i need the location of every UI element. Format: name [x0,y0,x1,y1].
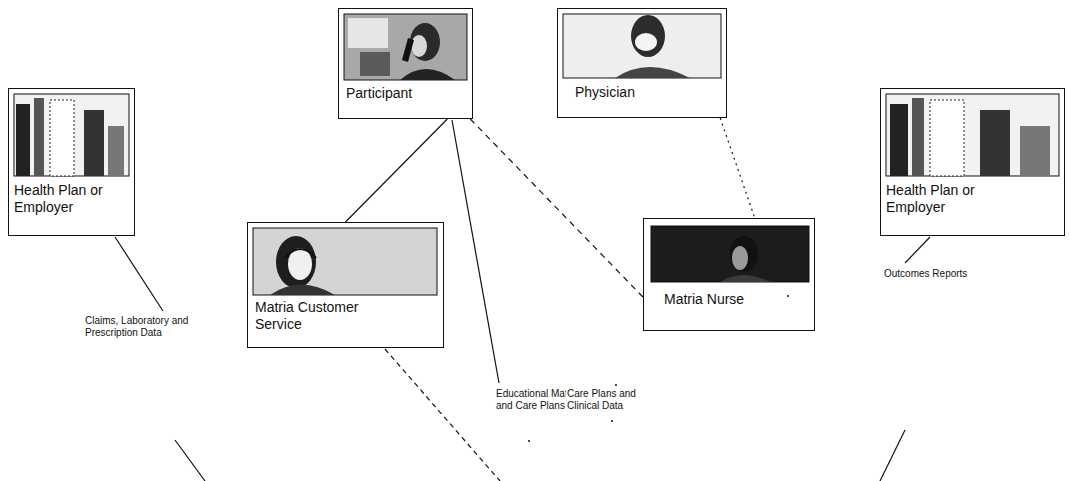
box-caption: Participant [346,85,466,102]
leader-line [385,349,500,481]
building [980,110,1010,176]
photo-frame [253,228,437,295]
photo-frame [14,94,129,176]
building [84,110,104,176]
building [912,98,924,176]
flow-label: Claims, Laboratory and Prescription Data [84,315,190,339]
hair [276,236,316,288]
leader-line [905,237,930,263]
participant-photo [344,14,467,80]
shoulders [400,69,455,80]
flow-label: Outcomes Reports [883,268,985,280]
box-caption: Physician [575,84,715,101]
stray-dots [528,295,789,442]
photo-frame [886,94,1059,176]
shoulders [615,67,690,78]
shoulders [720,275,770,282]
dot [528,440,530,442]
physician-photo [563,14,721,78]
photo-frame [563,14,721,78]
building [108,126,124,176]
dot [611,420,613,422]
head-silhouette [631,15,665,57]
photo-frame [651,226,809,282]
box-caption: Health Plan or Employer [886,182,976,216]
flow-connector [470,119,643,297]
leader-line [880,430,905,481]
building-photo [886,94,1059,176]
building [50,100,74,176]
photo-box: Health Plan or Employer [880,88,1065,236]
building [34,98,44,176]
flow-connector [346,119,448,222]
box-caption: Health Plan or Employer [14,182,104,216]
building [890,104,908,176]
box-caption: Matria Customer Service [255,299,380,333]
building [930,100,964,176]
photo-box: Health Plan or Employer [8,88,135,236]
customer-service-photo [253,228,437,295]
dot [787,295,789,297]
phone-handset [402,38,414,62]
leader-line [452,120,499,383]
leader-lines [115,120,930,481]
photo-highlight [348,18,388,48]
face [732,246,748,270]
building [1020,126,1050,176]
leader-line [175,440,205,481]
photo-box: Participant [338,8,473,119]
surgical-mask [635,33,657,51]
photo-frame [344,14,467,80]
photo-box: Matria Customer Service [247,222,444,348]
building [16,104,30,176]
building-photo [14,94,129,176]
face [411,35,427,57]
photo-box: Physician [557,8,727,118]
headset [285,249,316,258]
photo-box: Matria Nurse [643,218,815,331]
box-caption: Matria Nurse [664,291,804,308]
dot [615,384,617,386]
leader-line [115,237,163,311]
nurse-photo [651,226,809,282]
photo-shade [360,52,390,76]
head-silhouette [410,23,440,61]
flow-connector [720,118,755,218]
hair [730,236,758,272]
flow-label: Care Plans and Clinical Data [566,388,658,412]
shoulders [270,285,335,296]
